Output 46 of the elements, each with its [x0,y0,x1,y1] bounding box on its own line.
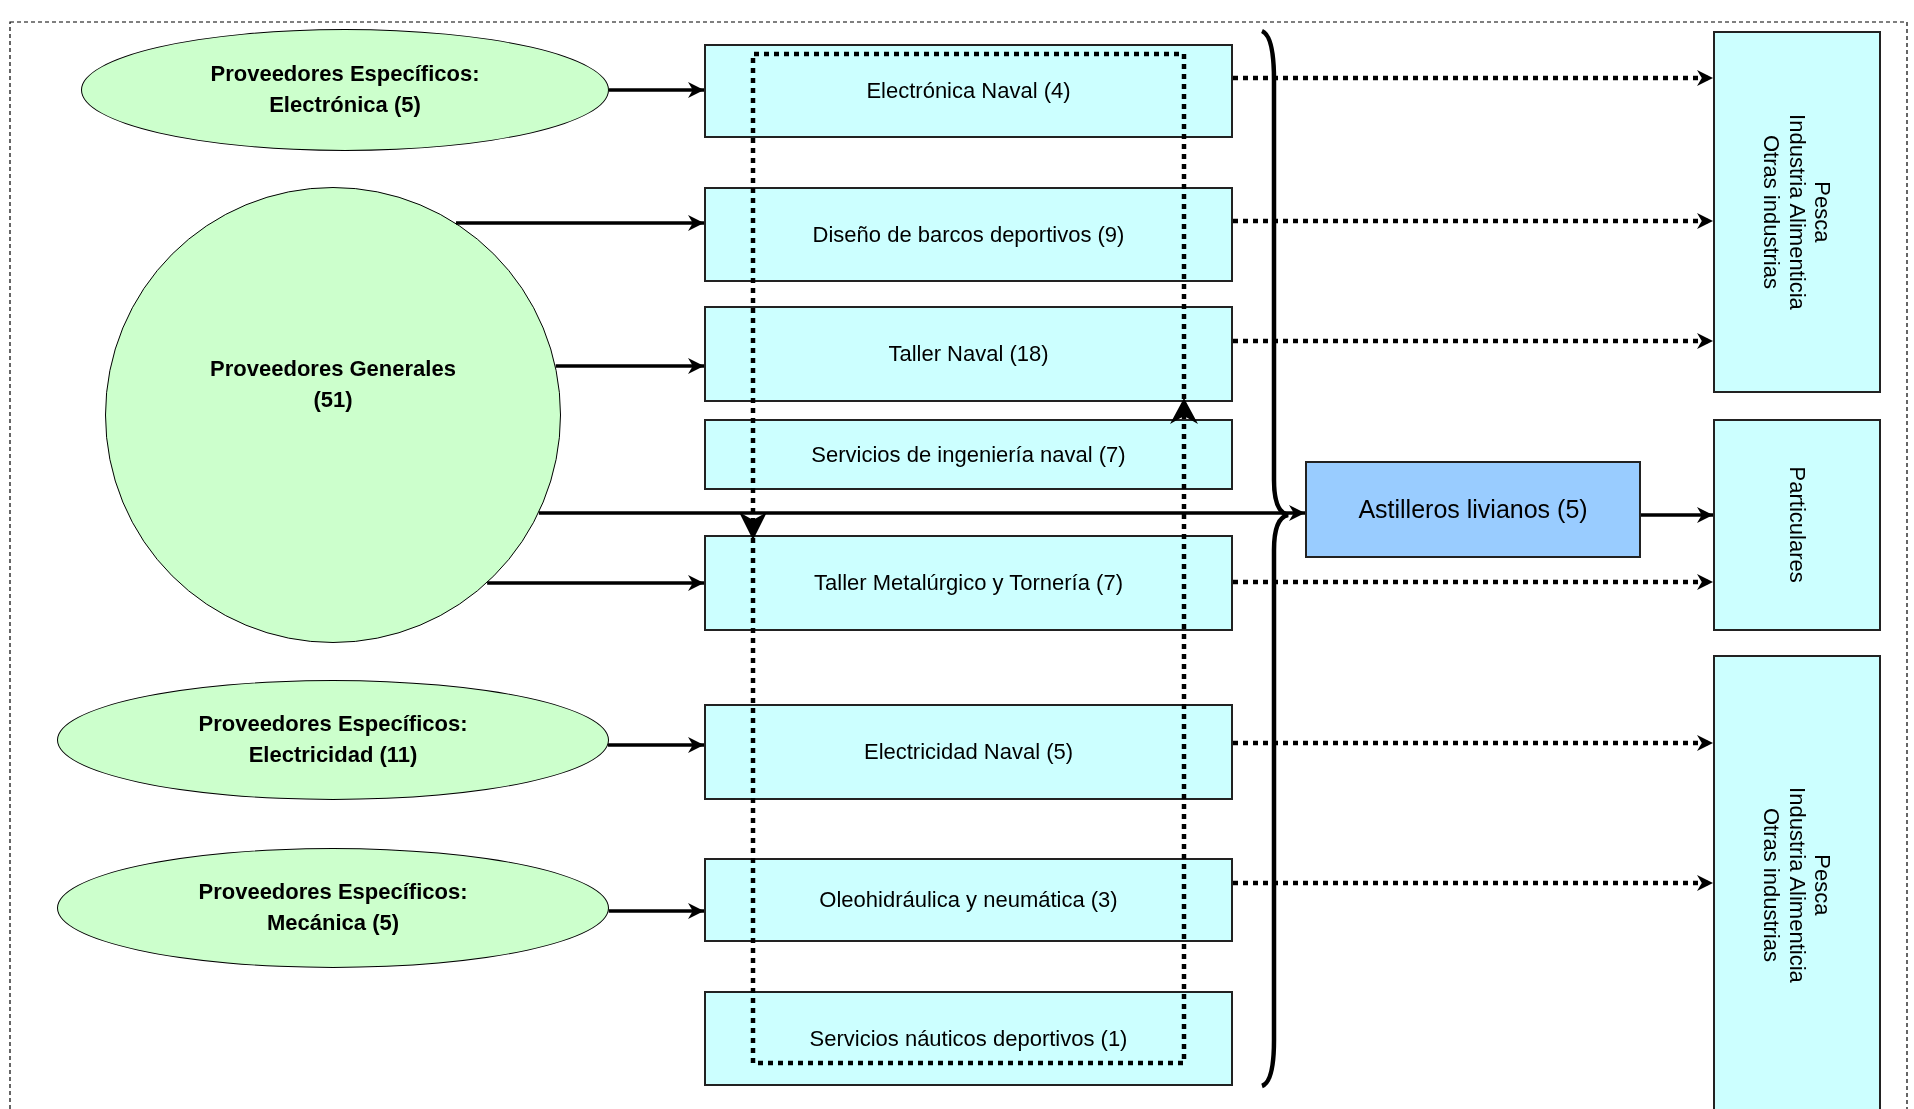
arrow [538,505,1305,521]
node-label: Proveedores Generales (51) [209,355,457,414]
market-box [1713,419,1881,631]
shipyard-box [1305,461,1641,558]
arrow [608,737,704,753]
node-label: Electricidad Naval (5) [863,739,1074,765]
node-label: Otras industrias [1759,133,1785,291]
dotted-arrow [1233,70,1713,86]
dotted-arrow [1233,735,1713,751]
arrow [555,358,704,374]
sector-box [704,44,1233,138]
sector-box [704,306,1233,402]
arrow [609,82,704,98]
node-label: Proveedores Específicos: Mecánica (5) [197,878,469,937]
node-label: Servicios náuticos deportivos (1) [809,1025,1128,1052]
node-label: Astilleros livianos (5) [1358,495,1588,524]
node-label: Electrónica Naval (4) [866,78,1071,104]
sector-box [704,858,1233,942]
arrow [487,575,704,591]
node-label: Industria Alimenticia [1784,787,1810,983]
dotted-arrow [1233,213,1713,229]
node-label: Proveedores Específicos: Electricidad (11) [197,710,469,769]
sector-box [704,187,1233,282]
node-label: Taller Metalúrgico y Tornería (7) [814,570,1123,596]
dotted-arrow [1233,574,1713,590]
sector-box [704,991,1233,1086]
node-label: Particulares [1784,466,1810,584]
arrow [455,215,704,231]
node-label: Industria Alimenticia [1784,114,1810,310]
node-label: Servicios de ingeniería naval (7) [811,441,1126,468]
node-label: Proveedores Específicos: Electrónica (5) [209,60,481,119]
market-box [1713,31,1881,393]
node-label: Pesca [1809,853,1835,918]
arrow [608,903,704,919]
sector-box [704,704,1233,800]
market-box [1713,655,1881,1109]
sector-box [704,535,1233,631]
arrow [1641,507,1713,523]
dotted-arrow [1233,333,1713,349]
dotted-arrow [1233,875,1713,891]
node-label: Oleohidráulica y neumática (3) [819,887,1118,913]
node-label: Taller Naval (18) [888,341,1049,367]
node-label: Otras industrias [1759,806,1785,964]
node-label: Pesca [1809,180,1835,245]
node-label: Diseño de barcos deportivos (9) [812,221,1125,248]
sector-box [704,419,1233,490]
